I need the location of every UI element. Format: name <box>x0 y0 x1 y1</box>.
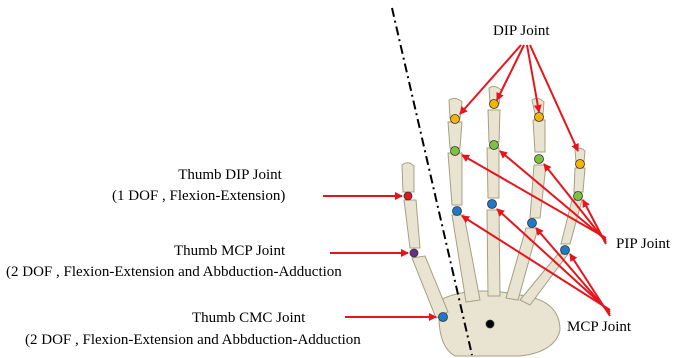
hand-bones <box>402 86 585 356</box>
dip-marker-little <box>576 160 585 169</box>
thumb-mcp-title: Thumb MCP Joint <box>174 242 285 260</box>
pip-joint-label: PIP Joint <box>616 235 670 253</box>
dip-joint-label: DIP Joint <box>493 22 550 40</box>
thumb-cmc-marker <box>439 313 448 322</box>
wrist-center-marker <box>486 320 494 328</box>
thumb-metacarpal <box>412 256 448 318</box>
mcp-joint-label: MCP Joint <box>567 318 631 336</box>
mcp-arrow-little <box>570 254 610 316</box>
pip-marker-ring <box>535 155 544 164</box>
index-proximal-phalanx <box>448 153 462 205</box>
thumb-distal-phalanx <box>402 163 414 192</box>
thumb-proximal-phalanx <box>404 200 420 248</box>
thumb-cmc-dof: (2 DOF , Flexion-Extension and Abbductio… <box>25 331 361 349</box>
dip-arrow-middle <box>497 45 524 100</box>
pip-arrow-little <box>583 200 606 244</box>
dip-marker-middle <box>490 100 499 109</box>
thumb-cmc-title: Thumb CMC Joint <box>192 309 305 327</box>
index-middle-phalanx <box>448 122 462 148</box>
thumb-dip-title: Thumb DIP Joint <box>130 166 330 184</box>
mcp-marker-ring <box>528 219 537 228</box>
carpal-bones <box>439 291 560 356</box>
thumb-dip-dof: (1 DOF , Flexion-Extension) <box>112 187 285 205</box>
ring-middle-phalanx <box>533 120 545 152</box>
pip-marker-index <box>451 147 460 156</box>
thumb-mcp-dof: (2 DOF , Flexion-Extension and Abbductio… <box>6 263 342 281</box>
dip-marker-ring <box>535 113 544 122</box>
middle-middle-phalanx <box>488 110 500 142</box>
ring-proximal-phalanx <box>530 165 546 218</box>
little-middle-phalanx <box>574 168 585 192</box>
dip-marker-index <box>451 115 460 124</box>
pip-marker-middle <box>490 141 499 150</box>
thumb-mcp-marker <box>410 249 418 257</box>
thumb-dip-marker <box>404 192 412 200</box>
mcp-marker-middle <box>488 200 497 209</box>
middle-metacarpal <box>487 210 500 296</box>
mcp-marker-little <box>561 246 570 255</box>
mcp-marker-index <box>453 207 462 216</box>
pip-marker-little <box>574 192 583 201</box>
